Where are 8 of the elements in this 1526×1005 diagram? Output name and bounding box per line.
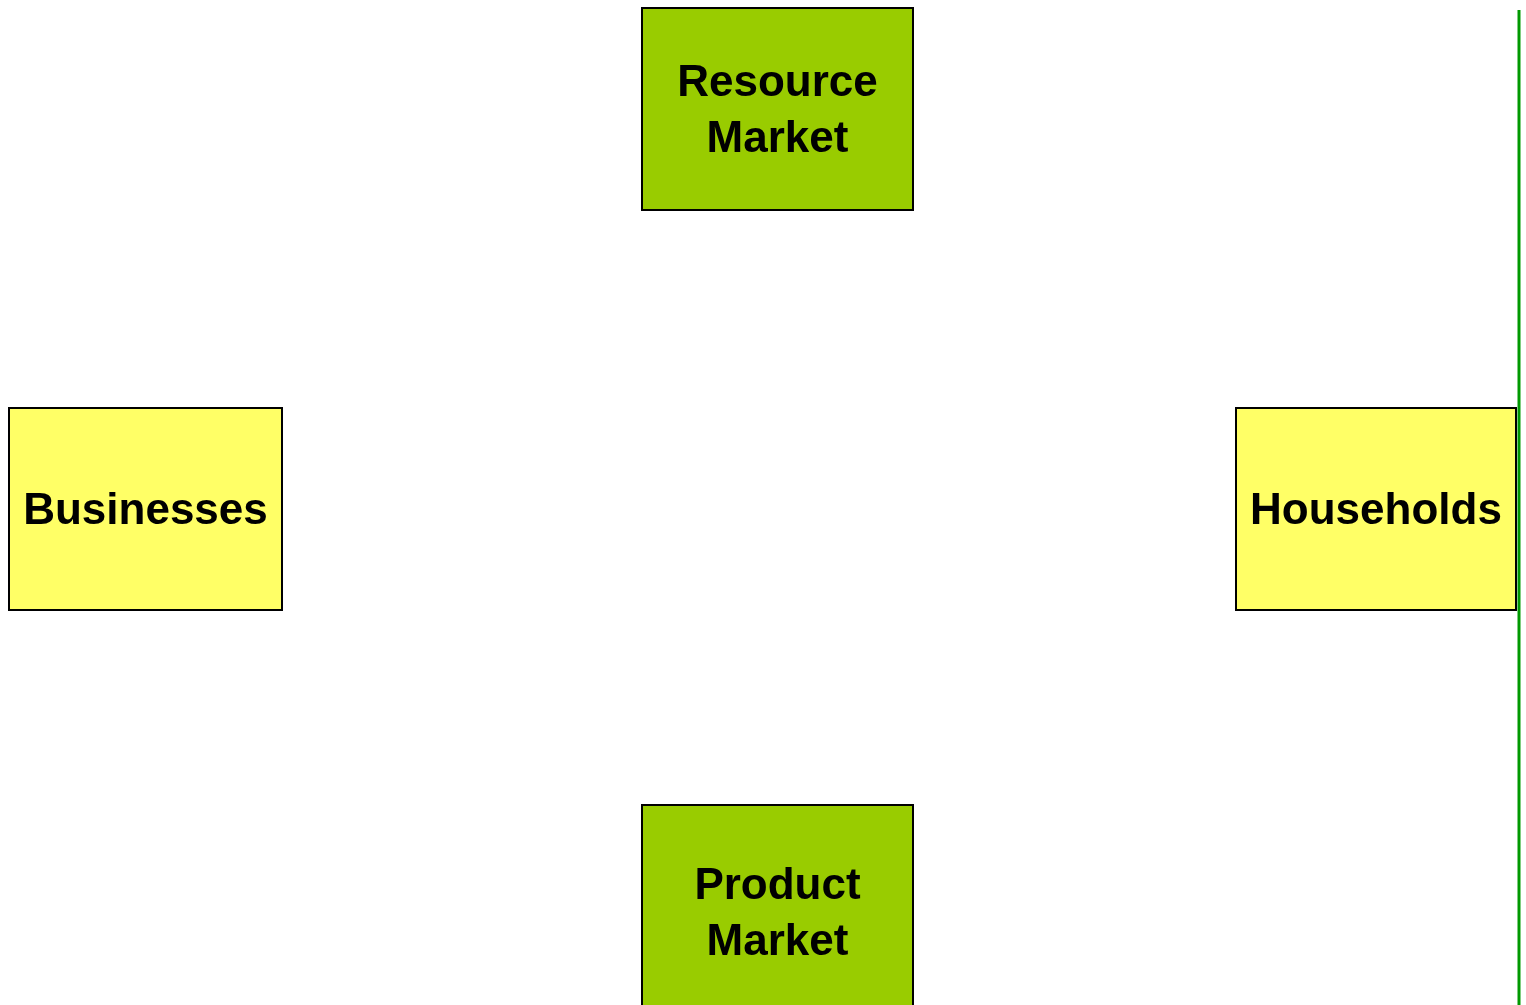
box-label: Resource Market xyxy=(676,55,879,163)
market-box xyxy=(641,7,914,211)
box-label: Product Market xyxy=(693,857,862,966)
box-label: Businesses xyxy=(23,483,268,535)
box-label: Households xyxy=(1250,483,1502,535)
sector-box xyxy=(8,407,283,611)
market-box xyxy=(641,804,914,1005)
sector-box xyxy=(1235,407,1517,611)
